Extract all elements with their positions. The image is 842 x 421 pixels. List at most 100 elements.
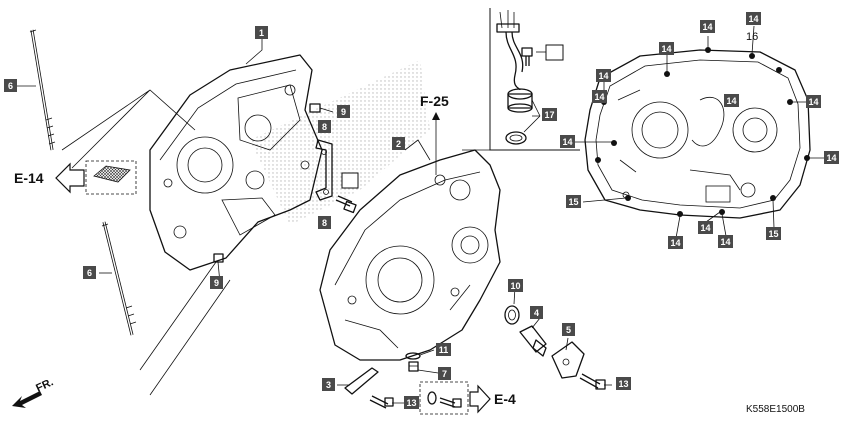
callout-box [508,279,523,292]
callout-number: 5 [566,325,571,335]
callout-c8b: 8 [318,216,331,229]
callout-box [596,69,611,82]
callout-number: 14 [562,137,572,147]
callout-c17: 17 [542,108,557,121]
callout-box [438,367,451,380]
callout-number: 15 [568,197,578,207]
callout-c14l: 14 [724,94,739,107]
callout-c14a: 14 [700,20,715,33]
callout-number: 2 [396,139,401,149]
empty-callout-box-top [545,44,564,61]
callout-box [724,94,739,107]
bolt-upper [335,195,357,214]
oil-strainer [93,165,131,183]
ref-e14: E-14 [14,170,44,186]
e4-arrow [469,384,491,414]
bolt-right [579,373,606,390]
callout-box [592,90,607,103]
drain-bolt [405,352,421,372]
callout-number: 10 [510,281,520,291]
callout-box [255,26,268,39]
callout-number: 6 [8,81,13,91]
callout-box [560,135,575,148]
f25-pointer [432,112,440,120]
callout-box [562,323,575,336]
callout-number: 9 [214,278,219,288]
callout-box [83,266,96,279]
callout-number: 13 [618,379,628,389]
callout-number: 11 [439,345,449,355]
ref-e4: E-4 [494,391,516,407]
bolt-holes [595,47,810,217]
label-16: 16 [746,31,758,43]
callout-c15a: 15 [566,195,581,208]
callout-number: 14 [700,223,710,233]
callout-c14h: 14 [824,151,839,164]
callout-number: 8 [322,218,327,228]
bracket-part [315,139,333,201]
callout-number: 14 [720,237,730,247]
callout-number: 14 [670,238,680,248]
callout-box [806,95,821,108]
callout-box [616,377,631,390]
crankcase-face-view [584,49,811,219]
callout-box [337,105,350,118]
stud-bolt-upper [29,29,56,151]
callout-number: 1 [259,28,264,38]
right-crankcase [319,149,501,361]
callout-c8a: 8 [318,120,331,133]
callout-c10: 10 [508,279,523,292]
callout-c6b: 6 [83,266,96,279]
callout-box [392,137,405,150]
callout-number: 14 [748,14,758,24]
left-crankcase [149,54,323,271]
oil-temp-sensor [496,10,533,145]
callout-c14i: 14 [668,236,683,249]
callout-c6a: 6 [4,79,17,92]
callout-c14d: 14 [596,69,611,82]
callout-box [404,396,419,409]
callout-c14e: 14 [806,95,821,108]
ref-fr: FR. [34,376,55,394]
shading-area [250,60,430,225]
fr-arrow [12,391,42,408]
strainer-box [85,160,137,195]
sensor-bolt [521,47,533,66]
callout-box [318,216,331,229]
callout-box [659,42,674,55]
sensor-inset-border [489,8,580,151]
ref-f25: F-25 [420,93,449,109]
callout-number: 14 [594,92,604,102]
dowel-pin-lower [213,253,224,263]
diagram-code: K558E1500B [746,404,805,415]
callout-box [322,378,335,391]
bolt-lower-left [369,395,394,409]
callout-box [824,151,839,164]
callout-number: 8 [322,122,327,132]
empty-callout-box-mid [341,172,359,189]
callout-box [436,343,451,356]
callout-number: 13 [406,398,416,408]
callout-number: 14 [808,97,818,107]
callout-number: 7 [442,369,447,379]
callout-c4: 4 [530,306,543,319]
callout-c1: 1 [255,26,268,39]
callout-c13b: 13 [616,377,631,390]
callout-c13a: 13 [404,396,419,409]
callout-number: 14 [702,22,712,32]
callout-box [210,276,223,289]
callout-number: 9 [341,107,346,117]
callout-number: 4 [534,308,539,318]
neutral-switch [519,325,547,357]
callout-c11: 11 [436,343,451,356]
callout-box [766,227,781,240]
callout-box [318,120,331,133]
callout-box [718,235,733,248]
callout-c3: 3 [322,378,335,391]
switch-cover [551,341,585,379]
callout-box [700,20,715,33]
callout-c14c: 14 [659,42,674,55]
callout-c9b: 9 [210,276,223,289]
callout-box [566,195,581,208]
